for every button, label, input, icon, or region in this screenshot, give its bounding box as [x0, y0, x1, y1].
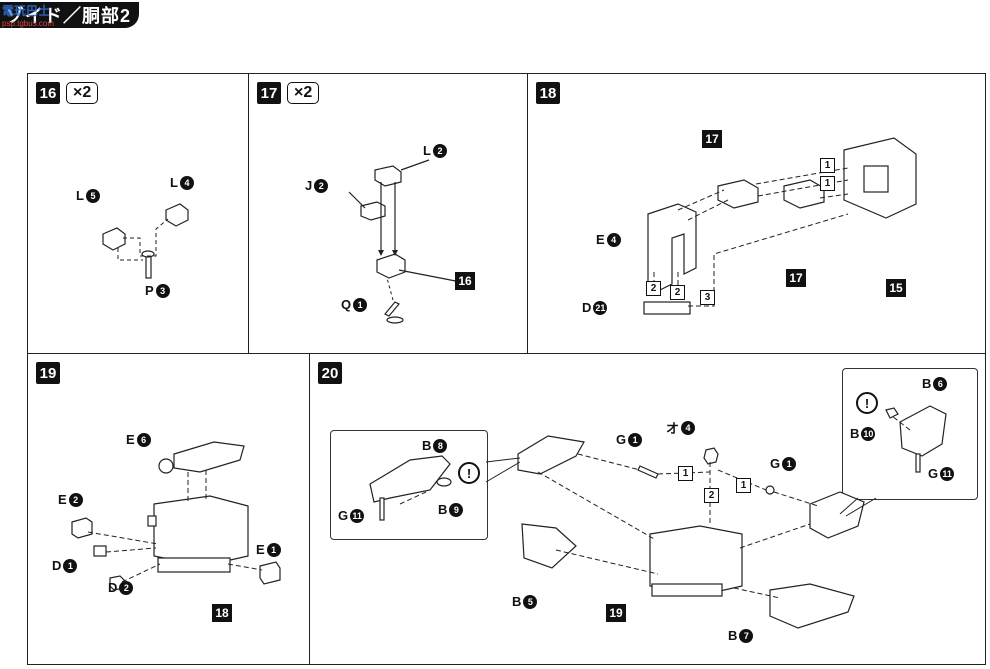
- step-number: 19: [36, 362, 60, 384]
- page-header: ゾイド／胴部2: [0, 0, 140, 30]
- part-illustration: [369, 405, 947, 629]
- ref-step-17-b: 17: [786, 269, 806, 287]
- order-1a: 1: [820, 158, 835, 173]
- order-1b: 1: [736, 478, 751, 493]
- caution-icon: !: [458, 462, 480, 484]
- order-3: 3: [700, 290, 715, 305]
- step-number: 18: [536, 82, 560, 104]
- step-number: 20: [318, 362, 342, 384]
- header-title: ゾイド／胴部2: [0, 2, 140, 28]
- order-2a: 2: [646, 281, 661, 296]
- watermark-logo: 電玩巴士: [2, 4, 51, 18]
- part-illustration: [71, 441, 281, 591]
- caution-icon-right: !: [856, 392, 878, 414]
- step-number: 16: [36, 82, 60, 104]
- order-1b: 1: [820, 176, 835, 191]
- step-number: 17: [257, 82, 281, 104]
- ref-step-16: 16: [455, 272, 475, 290]
- watermark-url: psp.tgbus.com: [2, 19, 55, 28]
- part-illustration: [348, 159, 472, 324]
- order-2: 2: [704, 488, 719, 503]
- ref-step-17-a: 17: [702, 130, 722, 148]
- step-20-panel: 20: [309, 353, 986, 665]
- ref-step-19: 19: [606, 604, 626, 622]
- part-illustration: [102, 203, 189, 279]
- multiplier-badge: ×2: [66, 82, 99, 104]
- ref-step-18: 18: [212, 604, 232, 622]
- order-2b: 2: [670, 285, 685, 300]
- multiplier-badge: ×2: [287, 82, 320, 104]
- ref-step-15: 15: [886, 279, 906, 297]
- order-1a: 1: [678, 466, 693, 481]
- part-illustration: [643, 137, 917, 315]
